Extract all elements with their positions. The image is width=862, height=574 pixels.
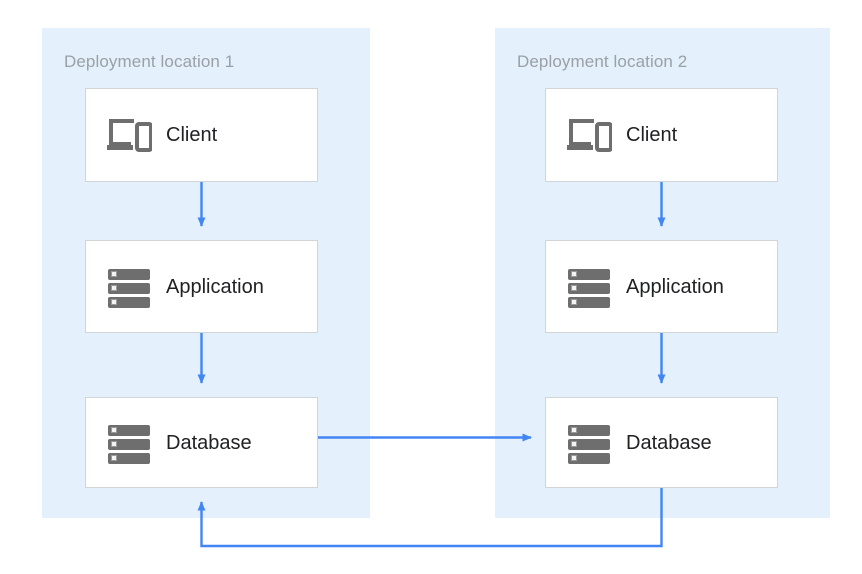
node-database-2[interactable]: Database xyxy=(545,397,778,488)
node-label: Application xyxy=(626,275,724,298)
node-application-2[interactable]: Application xyxy=(545,240,778,333)
server-icon xyxy=(566,266,612,308)
server-icon xyxy=(566,422,612,464)
devices-icon xyxy=(566,114,612,156)
server-icon xyxy=(106,422,152,464)
node-label: Database xyxy=(166,431,252,454)
node-client-1[interactable]: Client xyxy=(85,88,318,182)
server-icon xyxy=(106,266,152,308)
node-application-1[interactable]: Application xyxy=(85,240,318,333)
devices-icon xyxy=(106,114,152,156)
node-client-2[interactable]: Client xyxy=(545,88,778,182)
node-database-1[interactable]: Database xyxy=(85,397,318,488)
node-label: Database xyxy=(626,431,712,454)
node-label: Client xyxy=(626,124,678,146)
node-label: Application xyxy=(166,275,264,298)
node-label: Client xyxy=(166,124,218,146)
zone-1-title: Deployment location 1 xyxy=(64,52,235,71)
zone-2-title: Deployment location 2 xyxy=(517,52,688,71)
